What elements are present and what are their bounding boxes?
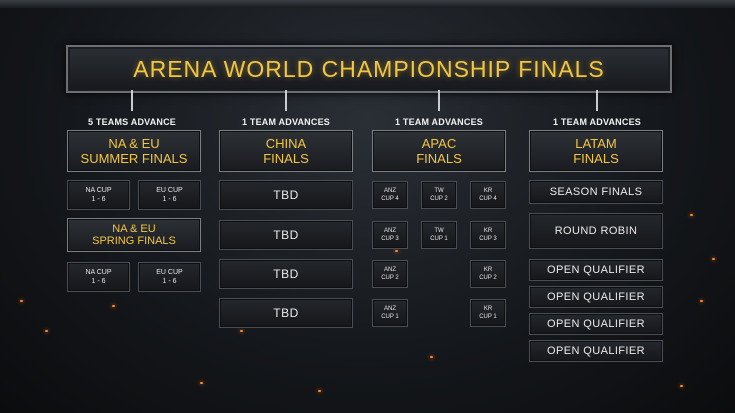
china-finals-header: CHINA FINALS [219,130,353,172]
na-eu-spring-finals-header: NA & EU SPRING FINALS [67,218,201,252]
page-title: ARENA WORLD CHAMPIONSHIP FINALS [133,55,605,82]
event-label: ROUND ROBIN [554,225,638,237]
slot-label: TBD [273,267,299,281]
title-banner: ARENA WORLD CHAMPIONSHIP FINALS [66,45,672,93]
connector-line [131,90,133,111]
anz-cup: ANZ CUP 3 [372,221,408,249]
ember-particle [395,250,398,252]
tw-cup: TW CUP 2 [421,181,457,209]
ember-particle [430,356,433,358]
header-label: NA & EU SPRING FINALS [92,223,176,247]
ember-particle [680,385,683,387]
kr-cup: KR CUP 2 [470,260,506,288]
na-cup-spring: NA CUP 1 - 6 [67,262,130,292]
cup-label: TW CUP 2 [430,188,448,202]
tw-cup: TW CUP 1 [421,221,457,249]
china-slot: TBD [219,259,353,289]
connector-line [438,90,440,111]
event-label: OPEN QUALIFIER [547,291,645,303]
anz-cup: ANZ CUP 1 [372,299,408,327]
latam-event: SEASON FINALS [529,180,663,204]
cup-label: KR CUP 2 [479,267,497,281]
event-label: SEASON FINALS [549,186,643,198]
cup-label: EU CUP 1 - 6 [156,269,183,285]
cup-label: EU CUP 1 - 6 [156,187,183,203]
cup-label: ANZ CUP 1 [381,306,399,320]
cup-label: NA CUP 1 - 6 [85,187,112,203]
na-eu-summer-finals-header: NA & EU SUMMER FINALS [67,130,201,172]
apac-finals-header: APAC FINALS [372,130,506,172]
slot-label: TBD [273,188,299,202]
latam-event: OPEN QUALIFIER [529,313,663,335]
kr-cup: KR CUP 3 [470,221,506,249]
ember-particle [700,300,703,302]
connector-line [596,90,598,111]
ember-particle [690,214,693,216]
connector-line [285,90,287,111]
event-label: OPEN QUALIFIER [547,345,645,357]
cup-label: KR CUP 3 [479,228,497,242]
ember-particle [712,258,715,260]
ember-particle [200,382,203,384]
advance-label-na-eu: 5 TEAMS ADVANCE [87,117,176,127]
eu-cup-summer: EU CUP 1 - 6 [138,180,201,210]
cup-label: ANZ CUP 2 [381,267,399,281]
header-label: CHINA FINALS [263,136,309,166]
eu-cup-spring: EU CUP 1 - 6 [138,262,201,292]
ember-particle [45,330,48,332]
na-cup-summer: NA CUP 1 - 6 [67,180,130,210]
anz-cup: ANZ CUP 2 [372,260,408,288]
ember-particle [20,300,23,302]
latam-event: OPEN QUALIFIER [529,259,663,281]
latam-finals-header: LATAM FINALS [529,130,663,172]
top-frame [0,0,735,8]
ember-particle [318,390,321,392]
latam-event: ROUND ROBIN [529,213,663,249]
ember-particle [112,305,115,307]
china-slot: TBD [219,180,353,210]
china-slot: TBD [219,298,353,328]
kr-cup: KR CUP 4 [470,181,506,209]
cup-label: ANZ CUP 3 [381,228,399,242]
header-label: LATAM FINALS [573,136,619,166]
advance-label-latam: 1 TEAM ADVANCES [552,117,641,127]
ember-particle [240,330,243,332]
header-label: APAC FINALS [416,136,462,166]
cup-label: NA CUP 1 - 6 [85,269,112,285]
header-label: NA & EU SUMMER FINALS [80,136,188,166]
latam-event: OPEN QUALIFIER [529,286,663,308]
advance-label-china: 1 TEAM ADVANCES [241,117,330,127]
cup-label: ANZ CUP 4 [381,188,399,202]
event-label: OPEN QUALIFIER [547,264,645,276]
slot-label: TBD [273,228,299,242]
cup-label: TW CUP 1 [430,228,448,242]
china-slot: TBD [219,220,353,250]
kr-cup: KR CUP 1 [470,299,506,327]
latam-event: OPEN QUALIFIER [529,340,663,362]
cup-label: KR CUP 1 [479,306,497,320]
anz-cup: ANZ CUP 4 [372,181,408,209]
event-label: OPEN QUALIFIER [547,318,645,330]
slot-label: TBD [273,306,299,320]
cup-label: KR CUP 4 [479,188,497,202]
advance-label-apac: 1 TEAM ADVANCES [394,117,483,127]
